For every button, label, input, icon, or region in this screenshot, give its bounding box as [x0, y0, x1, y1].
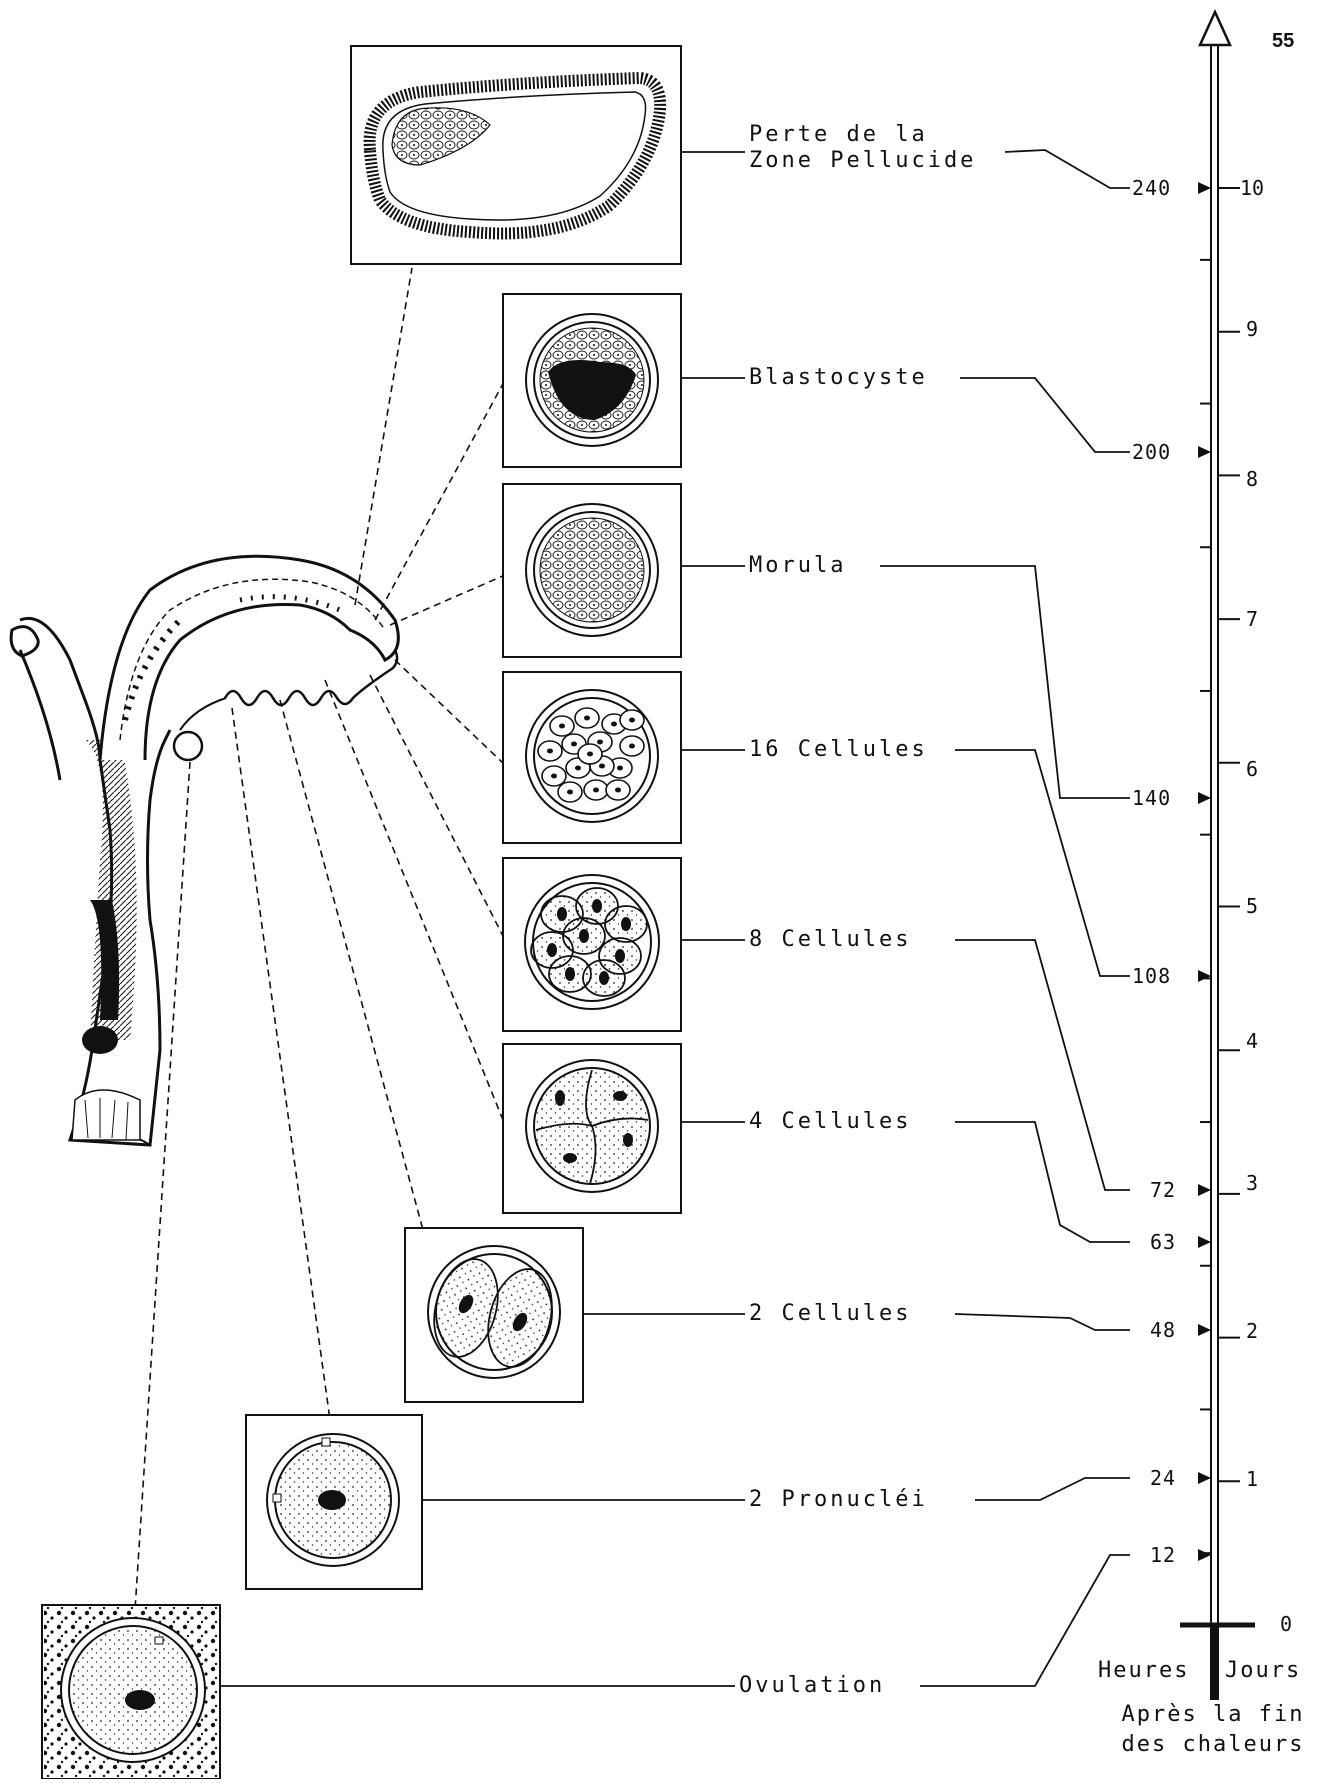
- hour-marker-arrow-icon: [1198, 1184, 1211, 1196]
- hour-marker-arrow-icon: [1198, 1236, 1211, 1248]
- nucleus: [599, 763, 605, 769]
- nucleus: [599, 971, 609, 985]
- nucleus: [584, 715, 590, 721]
- hour-marker-arrow-icon: [1198, 1472, 1211, 1484]
- nucleus: [629, 743, 635, 749]
- hour-48: 48: [1148, 1318, 1179, 1342]
- day-1: 1: [1246, 1467, 1259, 1491]
- hour-63: 63: [1148, 1230, 1179, 1254]
- uterine-tract-drawing: [9, 554, 400, 1147]
- axis-title-jours: Jours: [1225, 1658, 1302, 1683]
- nucleus: [587, 751, 593, 757]
- axis-caption: Après la fin des chaleurs: [1121, 1702, 1305, 1757]
- nucleus: [559, 723, 565, 729]
- nucleus: [617, 765, 623, 771]
- label-2-cellules: 2 Cellules: [745, 1301, 916, 1327]
- nucleus: [615, 949, 625, 963]
- nucleus: [575, 765, 581, 771]
- hour-140: 140: [1130, 786, 1174, 810]
- box-ovulation: [41, 1604, 221, 1780]
- box-morula: [502, 483, 682, 658]
- axis-title-heures: Heures: [1098, 1658, 1190, 1683]
- hour-marker-arrow-icon: [1198, 792, 1211, 804]
- day-0: 0: [1280, 1612, 1293, 1636]
- day-4: 4: [1246, 1029, 1259, 1053]
- box-2-pronuclei: [245, 1414, 423, 1590]
- hour-marker-arrow-icon: [1198, 182, 1211, 194]
- nucleus: [547, 943, 557, 957]
- nucleus: [597, 739, 603, 745]
- nucleus: [571, 741, 577, 747]
- nucleus: [547, 748, 553, 754]
- axis-arrow-icon: [1198, 8, 1232, 47]
- day-10: 10: [1240, 176, 1265, 200]
- box-perte-zone-pellucide: [350, 45, 682, 265]
- nucleus: [621, 917, 631, 931]
- day-3: 3: [1246, 1171, 1259, 1195]
- label-perte-zone-pellucide: Perte de la Zone Pellucide: [745, 122, 981, 174]
- box-8-cellules: [502, 857, 682, 1032]
- label-16-cellules: 16 Cellules: [745, 737, 932, 763]
- day-6: 6: [1246, 757, 1259, 781]
- nucleus: [593, 787, 599, 793]
- nucleus: [579, 929, 589, 943]
- label-ovulation: Ovulation: [735, 1673, 890, 1699]
- hour-12: 12: [1148, 1543, 1179, 1567]
- hour-marker-arrow-icon: [1198, 1549, 1211, 1561]
- nucleus: [557, 907, 567, 921]
- label-2-pronuclei: 2 Pronucléi: [745, 1487, 932, 1513]
- page-number: 55: [1272, 30, 1295, 52]
- hour-marker-arrow-icon: [1198, 970, 1211, 982]
- nucleus: [551, 773, 557, 779]
- time-axis: [1180, 8, 1255, 1700]
- label-4-cellules: 4 Cellules: [745, 1109, 916, 1135]
- hour-72: 72: [1148, 1178, 1179, 1202]
- nucleus: [592, 899, 602, 913]
- day-8: 8: [1246, 467, 1259, 491]
- box-4-cellules: [502, 1043, 682, 1214]
- hour-marker-arrow-icon: [1198, 1324, 1211, 1336]
- nucleus: [629, 717, 635, 723]
- label-8-cellules: 8 Cellules: [745, 927, 916, 953]
- day-9: 9: [1246, 317, 1259, 341]
- hour-marker-arrow-icon: [1198, 446, 1211, 458]
- hour-200: 200: [1130, 440, 1174, 464]
- connector-lines: [220, 149, 1130, 1687]
- nucleus: [567, 789, 573, 795]
- label-blastocyste: Blastocyste: [745, 365, 932, 391]
- hour-108: 108: [1130, 964, 1174, 988]
- box-blastocyste: [502, 293, 682, 468]
- day-2: 2: [1246, 1319, 1259, 1343]
- day-7: 7: [1246, 607, 1259, 631]
- dashed-leader-lines: [134, 267, 506, 1611]
- box-2-cellules: [404, 1227, 584, 1403]
- label-morula: Morula: [745, 553, 851, 579]
- box-16-cellules: [502, 671, 682, 844]
- day-5: 5: [1246, 894, 1259, 918]
- nucleus: [611, 721, 617, 727]
- hour-24: 24: [1148, 1466, 1179, 1490]
- nucleus: [615, 787, 621, 793]
- nucleus: [565, 967, 575, 981]
- hour-240: 240: [1130, 176, 1174, 200]
